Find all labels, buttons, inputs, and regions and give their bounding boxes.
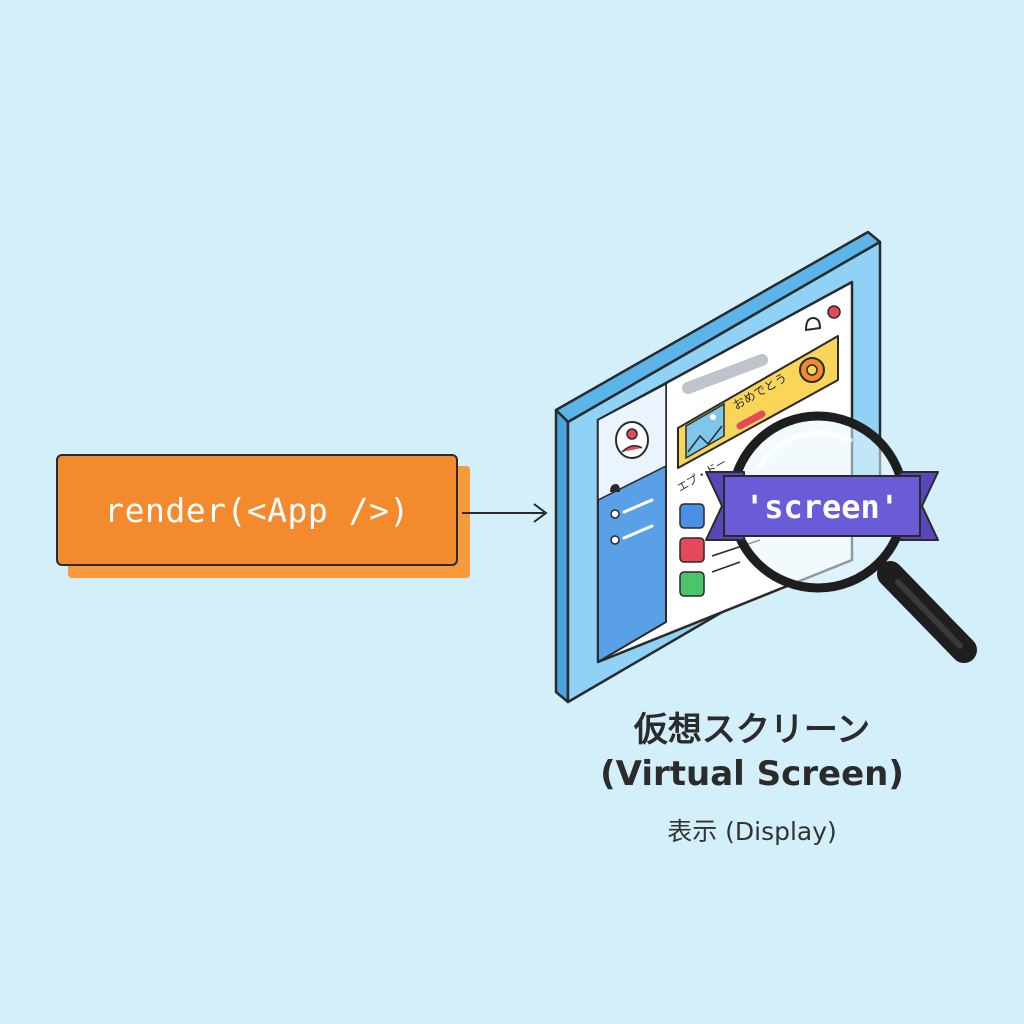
flow-arrow	[462, 503, 548, 523]
gear-icon	[799, 357, 825, 383]
list-tile-red	[679, 537, 705, 563]
top-search-bar	[682, 354, 768, 394]
caption-subtitle: 表示 (Display)	[667, 817, 837, 846]
caption-title-english: (Virtual Screen)	[600, 754, 904, 794]
sidebar-bell-icon	[610, 484, 620, 492]
notification-dot	[827, 305, 841, 319]
query-badge-text: 'screen'	[745, 488, 899, 526]
banner-button	[736, 410, 766, 430]
list-tile-blue	[679, 503, 705, 529]
query-badge: 'screen'	[705, 471, 939, 541]
list-tile-green	[679, 571, 705, 597]
caption-title-japanese: 仮想スクリーン	[633, 710, 871, 750]
code-block: render(<App />)	[56, 454, 458, 566]
avatar	[615, 421, 649, 459]
bell-icon	[804, 316, 822, 332]
code-block-text: render(<App />)	[104, 490, 410, 530]
image-icon	[685, 402, 725, 460]
